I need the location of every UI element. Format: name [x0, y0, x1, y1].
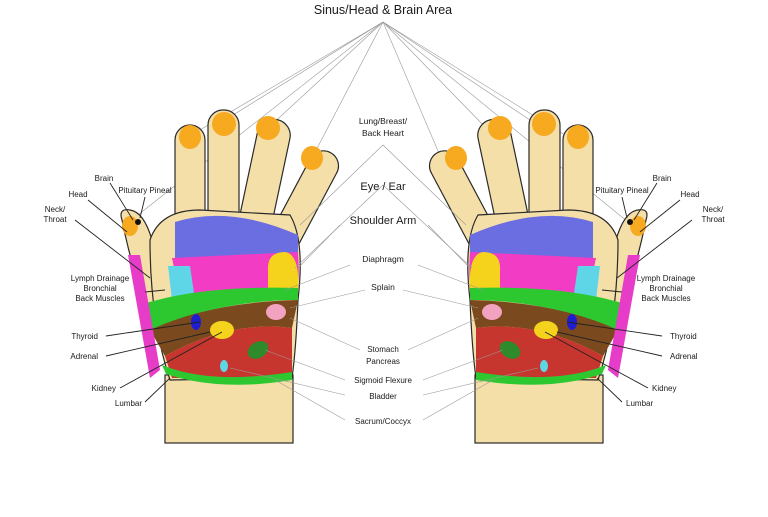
label-stomach-2: Pancreas: [366, 357, 400, 366]
left-label-neck-1: Neck/: [45, 205, 66, 214]
label-lung-breast-1: Lung/Breast/: [359, 116, 408, 126]
right-sigmoid-zone: [499, 341, 521, 359]
right-label-adrenal: Adrenal: [670, 352, 698, 361]
label-diaphragm: Diaphragm: [362, 254, 404, 264]
right-heart-zone: [469, 252, 596, 296]
left-label-adrenal: Adrenal: [70, 352, 98, 361]
left-middle-tip: [256, 116, 280, 140]
left-sigmoid-zone: [247, 341, 269, 359]
right-label-head: Head: [680, 190, 699, 199]
right-bladder-dot: [540, 360, 548, 372]
right-label-neck-2: Throat: [701, 215, 725, 224]
right-ring-tip: [532, 112, 556, 136]
left-label-head: Head: [68, 190, 87, 199]
center-leader-lines: [229, 144, 539, 421]
left-ring-tip: [212, 112, 236, 136]
left-label-lumbar: Lumbar: [115, 399, 142, 408]
left-label-lymph-2: Bronchial: [83, 284, 117, 293]
left-spine-zone: [128, 255, 160, 378]
right-label-brain: Brain: [653, 174, 672, 183]
right-label-thyroid: Thyroid: [670, 332, 697, 341]
right-label-pituitary: Pituitary Pineal: [595, 186, 649, 195]
diagram-title: Sinus/Head & Brain Area: [314, 3, 452, 17]
label-eye-ear: Eye / Ear: [360, 181, 406, 193]
right-label-lymph-2: Bronchial: [649, 284, 683, 293]
left-label-lymph-1: Lymph Drainage: [71, 274, 130, 283]
right-kidney-dot: [567, 314, 577, 330]
right-pituitary-dot: [627, 219, 633, 225]
right-middle-tip: [488, 116, 512, 140]
right-lung-zone: [470, 215, 593, 262]
right-diaphragm-zone: [470, 287, 628, 330]
right-label-kidney: Kidney: [652, 384, 676, 393]
left-shoulder-zone: [168, 266, 195, 300]
right-label-lumbar: Lumbar: [626, 399, 653, 408]
left-diaphragm-zone: [140, 287, 298, 330]
left-thumb-tip: [122, 216, 138, 236]
left-bladder-dot: [220, 360, 228, 372]
right-adrenal-zone: [534, 321, 558, 339]
right-pinky-tip: [567, 125, 589, 149]
right-intestine-zone: [476, 326, 603, 378]
left-label-neck-2: Throat: [43, 215, 67, 224]
left-index-tip: [301, 146, 323, 170]
left-label-pituitary: Pituitary Pineal: [118, 186, 172, 195]
left-spleen-dot: [266, 304, 286, 320]
right-lower-band: [476, 365, 606, 385]
label-stomach-1: Stomach: [367, 345, 399, 354]
left-pituitary-dot: [135, 219, 141, 225]
right-shoulder-zone: [573, 266, 600, 300]
left-pinky-tip: [179, 125, 201, 149]
left-label-kidney: Kidney: [92, 384, 116, 393]
label-shoulder-arm: Shoulder Arm: [350, 215, 417, 227]
right-hand: [428, 109, 648, 444]
left-label-lymph-3: Back Muscles: [75, 294, 124, 303]
left-label-brain: Brain: [95, 174, 114, 183]
right-spine-zone: [608, 255, 640, 378]
label-bladder: Bladder: [369, 392, 397, 401]
right-label-lymph-1: Lymph Drainage: [637, 274, 696, 283]
right-wrist: [474, 374, 604, 444]
right-label-lymph-3: Back Muscles: [641, 294, 690, 303]
left-wrist: [164, 374, 294, 444]
right-thumb-tip: [630, 216, 646, 236]
left-kidney-dot: [191, 314, 201, 330]
right-label-neck-1: Neck/: [703, 205, 724, 214]
left-heart-zone: [172, 252, 299, 296]
right-spleen-dot: [482, 304, 502, 320]
left-hand: [120, 109, 340, 444]
label-lung-breast-2: Back Heart: [362, 128, 405, 138]
label-sigmoid: Sigmoid Flexure: [354, 376, 412, 385]
left-eye-zone: [268, 252, 299, 290]
label-spleen: Splain: [371, 282, 395, 292]
label-sacrum: Sacrum/Coccyx: [355, 417, 411, 426]
left-intestine-zone: [165, 326, 292, 378]
right-index-tip: [445, 146, 467, 170]
side-leader-lines: [74, 182, 693, 403]
left-adrenal-zone: [210, 321, 234, 339]
left-label-thyroid: Thyroid: [71, 332, 98, 341]
left-lung-zone: [175, 215, 298, 262]
right-eye-zone: [469, 252, 500, 290]
left-lower-band: [162, 365, 292, 385]
